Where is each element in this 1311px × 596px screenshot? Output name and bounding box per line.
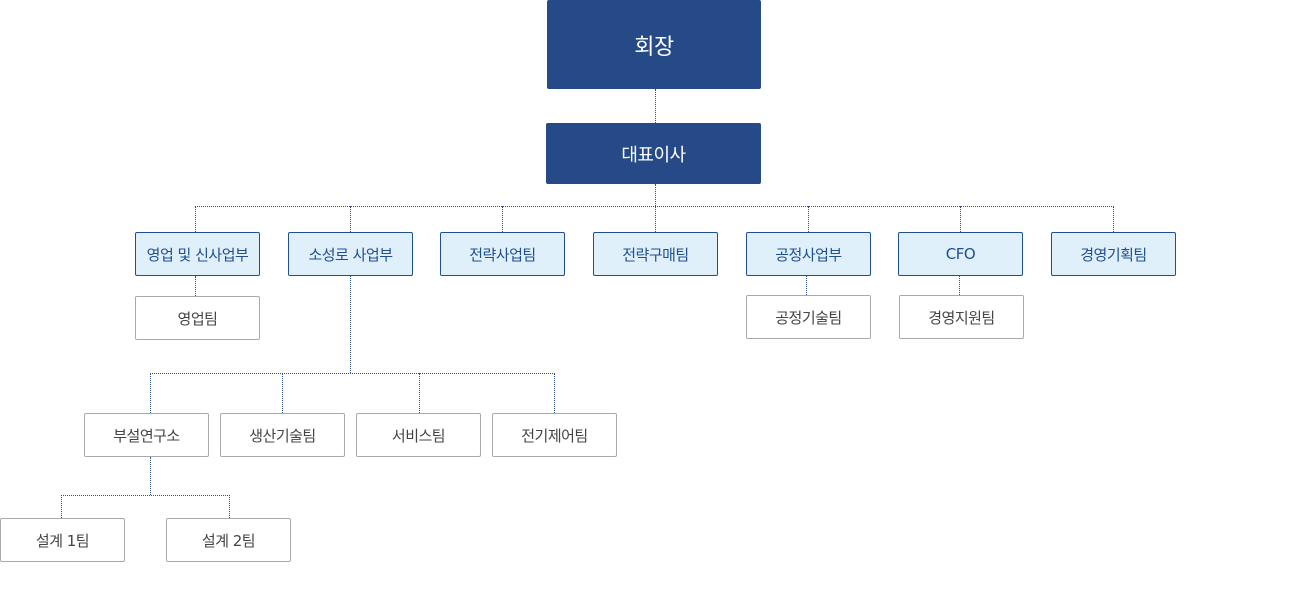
- connector-line: [150, 373, 555, 374]
- connector-line: [554, 373, 555, 413]
- connector-line: [959, 276, 960, 295]
- dept-label: 경영기획팀: [1080, 245, 1147, 264]
- connector-line: [195, 276, 196, 296]
- dept-sosungro: 소성로 사업부: [288, 232, 413, 276]
- dept-label: 영업 및 신사업부: [146, 245, 249, 264]
- connector-line: [806, 276, 807, 295]
- dept-label: CFO: [945, 245, 976, 263]
- connector-line: [655, 184, 656, 206]
- team-sales: 영업팀: [135, 296, 260, 340]
- chairman-label: 회장: [634, 34, 674, 60]
- team-research-lab: 부설연구소: [84, 413, 209, 457]
- connector-line: [502, 206, 503, 232]
- connector-line: [350, 276, 351, 373]
- team-label: 생산기술팀: [249, 426, 316, 445]
- dept-management-planning: 경영기획팀: [1051, 232, 1176, 276]
- dept-label: 전략사업팀: [469, 245, 536, 264]
- connector-line: [419, 373, 420, 413]
- team-design-1: 설계 1팀: [0, 518, 125, 562]
- connector-line: [195, 206, 196, 232]
- connector-line: [655, 206, 656, 232]
- team-management-support: 경영지원팀: [899, 295, 1024, 339]
- team-process-tech: 공정기술팀: [746, 295, 871, 339]
- team-label: 서비스팀: [391, 426, 446, 445]
- team-label: 영업팀: [177, 309, 218, 328]
- team-label: 부설연구소: [113, 426, 180, 445]
- team-design-2: 설계 2팀: [166, 518, 291, 562]
- dept-process-business: 공정사업부: [746, 232, 871, 276]
- connector-line: [1113, 206, 1114, 232]
- ceo-label: 대표이사: [621, 144, 686, 166]
- dept-label: 공정사업부: [775, 245, 842, 264]
- dept-cfo: CFO: [898, 232, 1023, 276]
- team-label: 설계 1팀: [35, 531, 90, 550]
- connector-line: [195, 206, 1114, 207]
- connector-line: [61, 495, 230, 496]
- team-electrical-control: 전기제어팀: [492, 413, 617, 457]
- connector-line: [150, 373, 151, 413]
- team-label: 공정기술팀: [775, 308, 842, 327]
- team-label: 설계 2팀: [201, 531, 256, 550]
- connector-line: [808, 206, 809, 232]
- dept-label: 전략구매팀: [622, 245, 689, 264]
- ceo-box: 대표이사: [546, 123, 761, 184]
- dept-label: 소성로 사업부: [308, 245, 393, 264]
- chairman-box: 회장: [547, 0, 761, 89]
- team-label: 전기제어팀: [521, 426, 588, 445]
- connector-line: [61, 495, 62, 518]
- connector-line: [960, 206, 961, 232]
- team-production-tech: 생산기술팀: [220, 413, 345, 457]
- team-label: 경영지원팀: [928, 308, 995, 327]
- connector-line: [282, 373, 283, 413]
- connector-line: [655, 89, 656, 123]
- team-service: 서비스팀: [356, 413, 481, 457]
- dept-strategy-purchasing: 전략구매팀: [593, 232, 718, 276]
- connector-line: [229, 495, 230, 518]
- dept-sales-new-business: 영업 및 신사업부: [135, 232, 260, 276]
- connector-line: [150, 457, 151, 495]
- dept-strategy-business: 전략사업팀: [440, 232, 565, 276]
- connector-line: [350, 206, 351, 232]
